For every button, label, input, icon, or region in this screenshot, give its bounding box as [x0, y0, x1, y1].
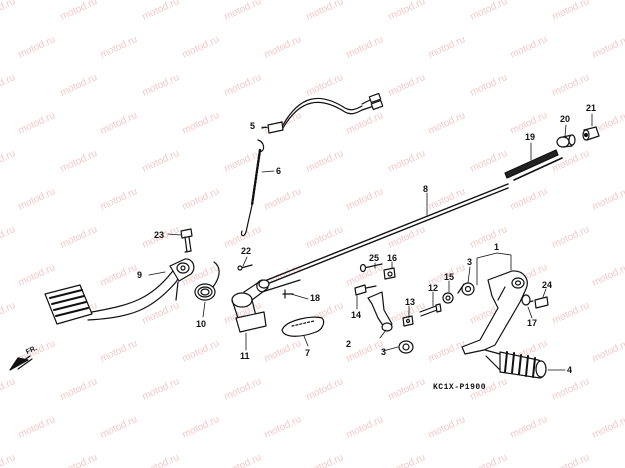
part-2-arm: [367, 291, 414, 354]
callout-6: 6: [276, 166, 282, 176]
callout-22: 22: [241, 246, 252, 256]
part-1-shift-lever: [461, 270, 528, 355]
part-21-nut: [582, 126, 600, 141]
callout-2: 2: [346, 339, 352, 349]
watermark-text: motod.ru: [0, 452, 17, 468]
callout-18: 18: [310, 293, 321, 303]
callout-9: 9: [137, 270, 143, 280]
part-16-nut: [383, 267, 396, 280]
callout-19: 19: [525, 132, 536, 142]
callout-1: 1: [494, 242, 500, 252]
leader-lines: [148, 113, 593, 371]
part-5-switch-wire: [261, 92, 384, 134]
callout-20: 20: [560, 114, 571, 124]
part-6-spring: [240, 139, 265, 237]
callout-8: 8: [423, 184, 429, 194]
callout-3-lower: 3: [381, 347, 387, 357]
callout-7: 7: [305, 348, 311, 358]
callout-10: 10: [196, 319, 207, 329]
part-13-nut: [402, 315, 414, 327]
callout-16: 16: [387, 253, 398, 263]
part-10-return-spring: [194, 261, 220, 301]
fr-arrow-icon: [9, 355, 33, 371]
part-17-washer: [521, 294, 531, 306]
callout-4: 4: [567, 365, 573, 375]
callout-12: 12: [428, 283, 439, 293]
callout-11: 11: [240, 351, 250, 361]
callout-25: 25: [369, 253, 380, 263]
part-4-footpeg: [484, 349, 547, 379]
part-7-plate: [281, 316, 325, 337]
diagram-code: KC1X-P1900: [433, 383, 487, 392]
callout-23: 23: [154, 230, 165, 240]
part-12-bolt: [419, 303, 442, 317]
part-19-rod: [504, 149, 563, 181]
callout-21: 21: [586, 103, 597, 113]
callout-24: 24: [542, 280, 553, 290]
callout-14: 14: [351, 310, 362, 320]
part-23-bolt: [180, 228, 193, 253]
callout-3-upper: 3: [467, 257, 473, 267]
part-9-brake-pedal: [44, 258, 195, 325]
callout-5: 5: [250, 121, 256, 131]
part-20-bushing: [556, 134, 576, 148]
part-8-brake-rod: [256, 183, 509, 293]
part-3-collar-top: [457, 282, 475, 296]
part-24-bolt: [527, 296, 549, 309]
part-25-bolt: [359, 263, 383, 273]
callout-17: 17: [527, 318, 538, 328]
part-15-collar: [442, 292, 454, 304]
part-14-bolt: [354, 284, 377, 296]
callout-15: 15: [444, 272, 455, 282]
part-11-pivot: [231, 279, 270, 333]
part-22-pin: [237, 264, 253, 271]
callout-13: 13: [405, 297, 416, 307]
